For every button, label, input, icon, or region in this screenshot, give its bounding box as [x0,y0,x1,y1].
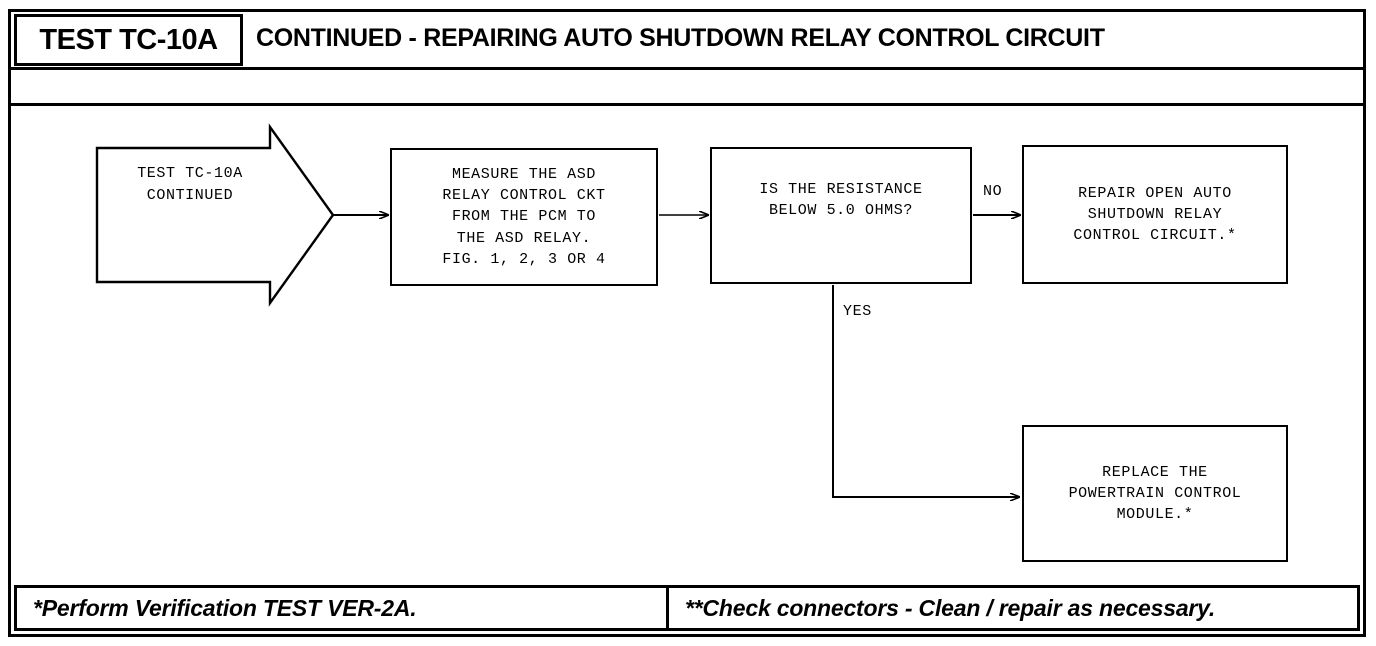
page-title: CONTINUED - REPAIRING AUTO SHUTDOWN RELA… [256,24,1105,52]
decision-box-resistance-text: IS THE RESISTANCE BELOW 5.0 OHMS? [759,181,923,220]
page-border [8,9,1366,637]
start-banner-outline [95,123,335,307]
header-sub-band [8,70,1366,106]
outcome-box-repair: REPAIR OPEN AUTO SHUTDOWN RELAY CONTROL … [1022,145,1288,284]
start-banner-label: TEST TC-10A CONTINUED [137,165,243,204]
branch-label-yes: YES [843,303,872,320]
process-box-measure: MEASURE THE ASD RELAY CONTROL CKT FROM T… [390,148,658,286]
footer-note-right: **Check connectors - Clean / repair as n… [685,594,1216,621]
start-banner-shape [93,122,338,308]
outcome-box-replace: REPLACE THE POWERTRAIN CONTROL MODULE.* [1022,425,1288,562]
outcome-box-replace-text: REPLACE THE POWERTRAIN CONTROL MODULE.* [1068,463,1242,524]
footer-note-right-cell: **Check connectors - Clean / repair as n… [669,588,1357,628]
footer-notes: *Perform Verification TEST VER-2A. **Che… [14,585,1360,631]
footer-note-left-cell: *Perform Verification TEST VER-2A. [17,588,669,628]
decision-box-resistance: IS THE RESISTANCE BELOW 5.0 OHMS? [710,147,972,284]
test-id-label: TEST TC-10A [39,23,218,56]
test-id-box: TEST TC-10A [14,14,243,66]
footer-note-left: *Perform Verification TEST VER-2A. [33,594,417,621]
branch-label-no: NO [983,183,1003,200]
outcome-box-repair-text: REPAIR OPEN AUTO SHUTDOWN RELAY CONTROL … [1073,184,1237,245]
process-box-measure-text: MEASURE THE ASD RELAY CONTROL CKT FROM T… [442,165,606,268]
header-band [8,9,1366,70]
